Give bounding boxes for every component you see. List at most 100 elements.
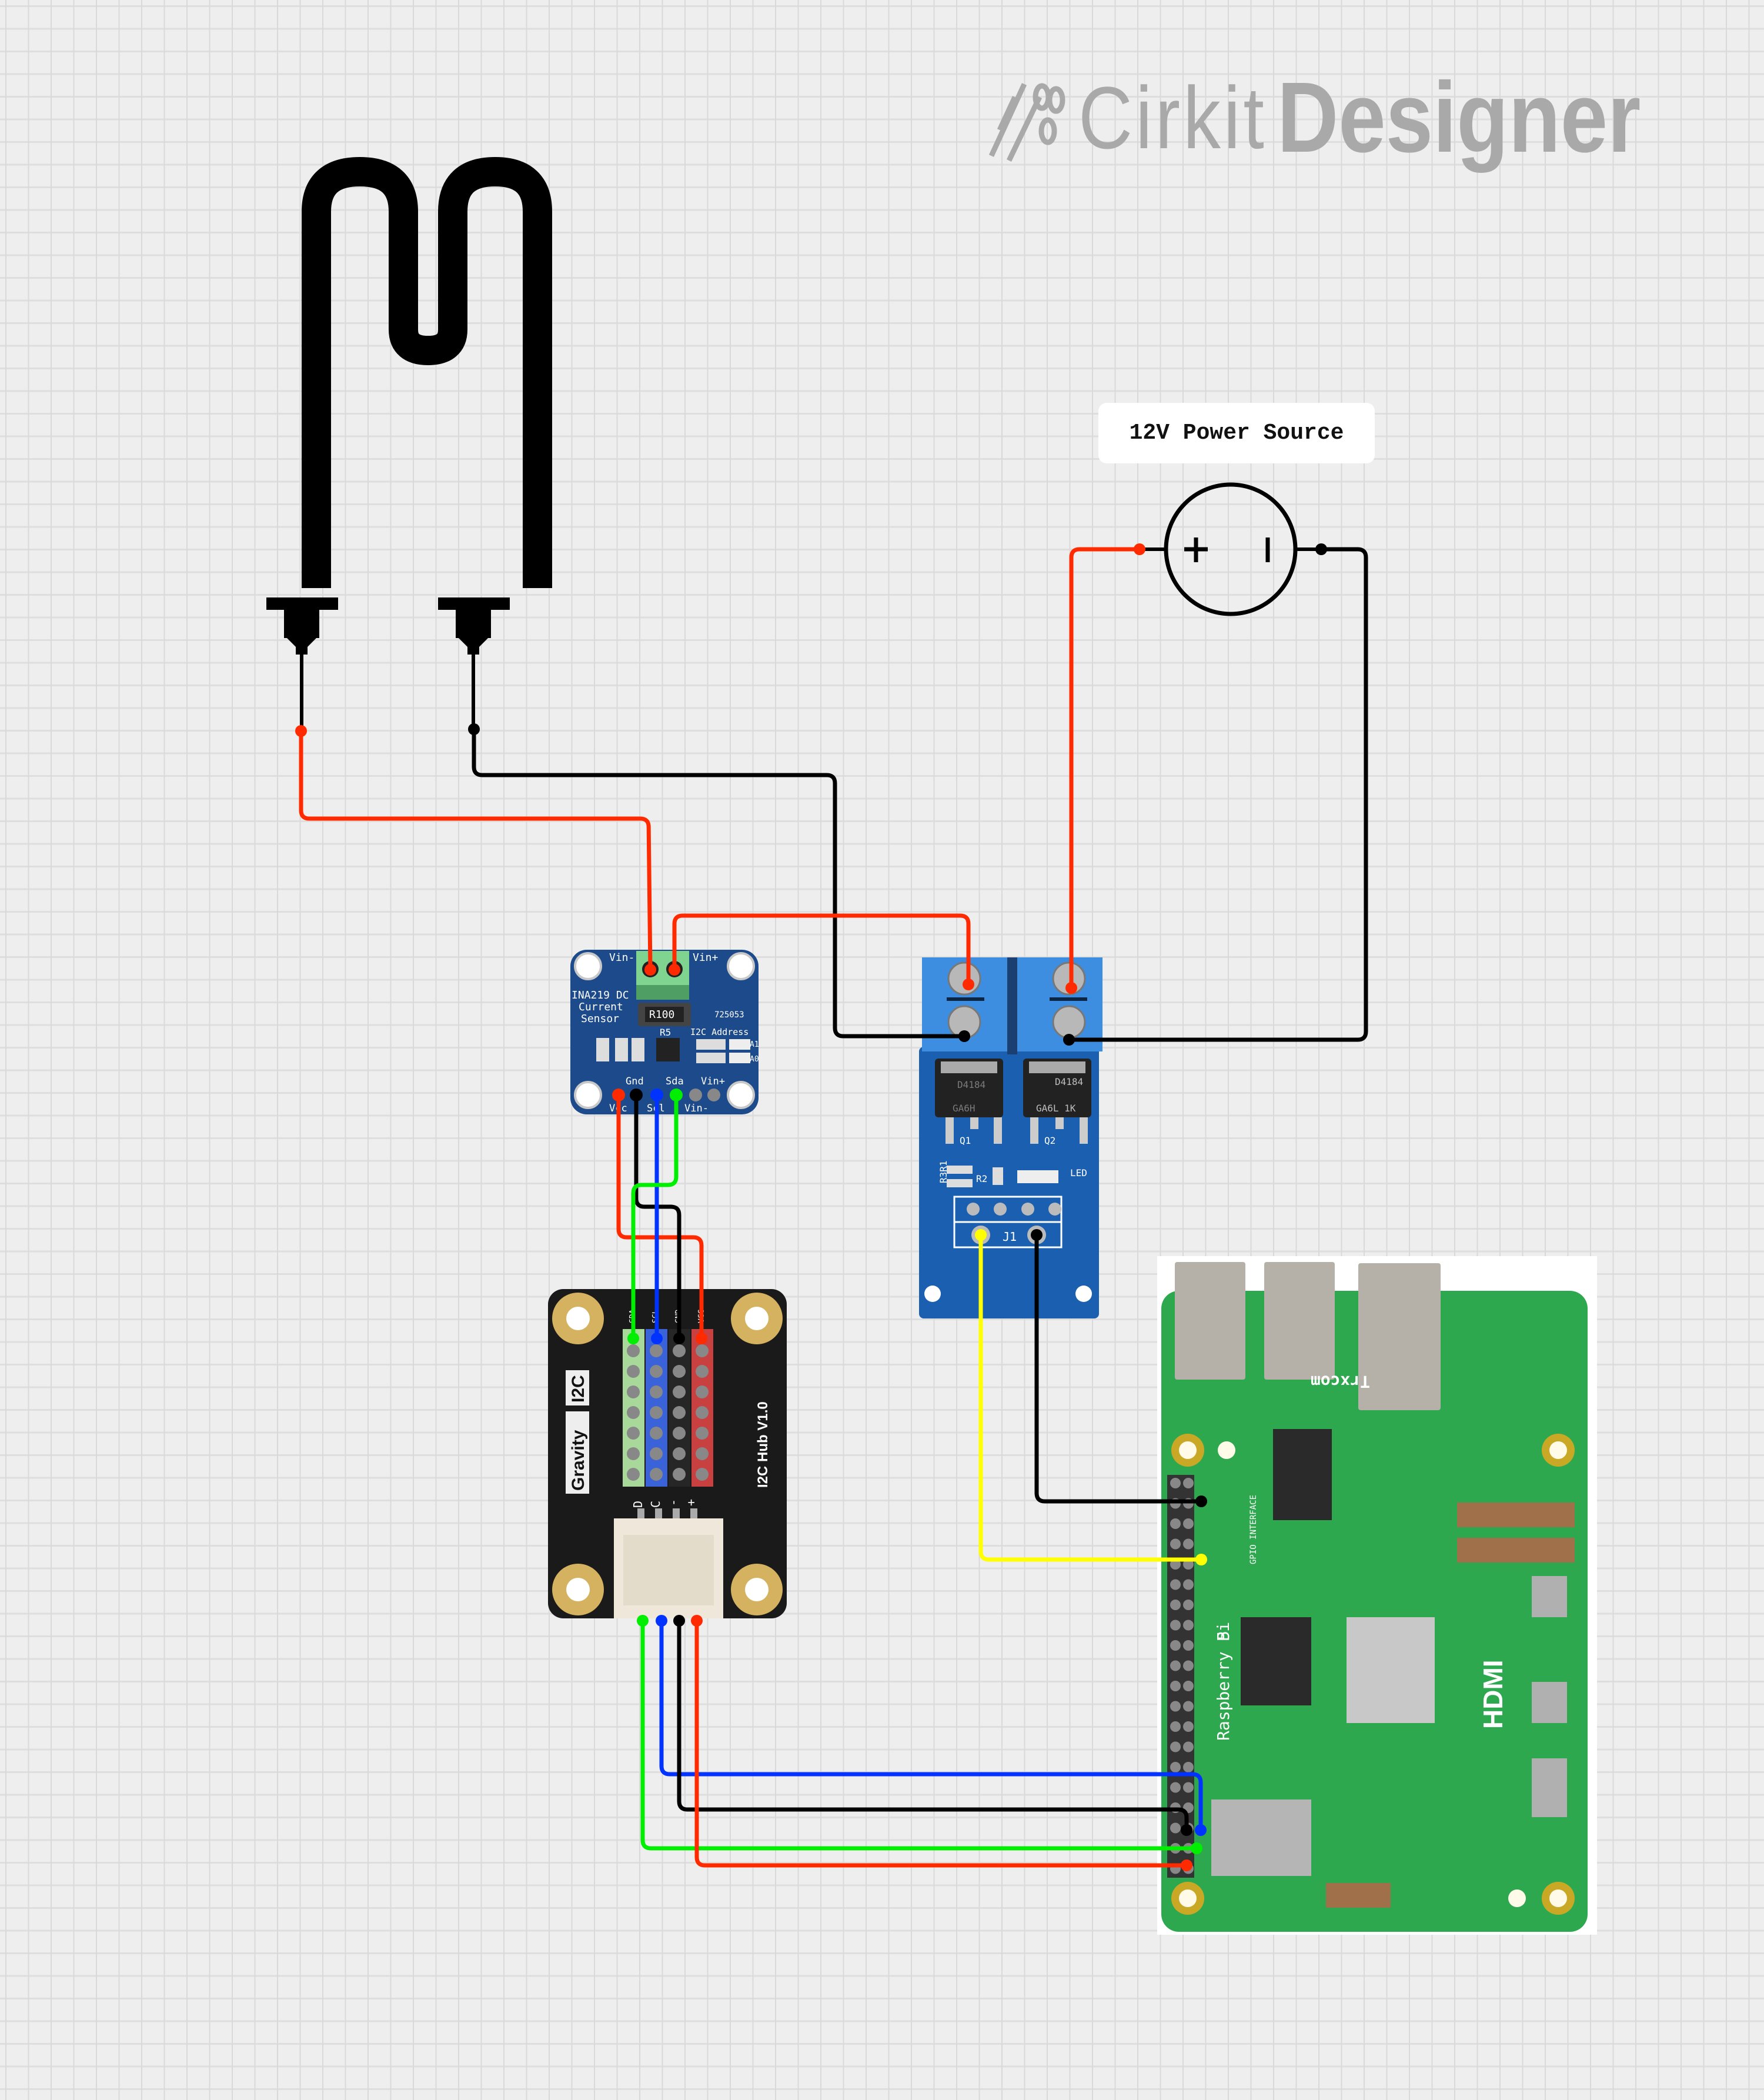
hub-pin[interactable]: [650, 1468, 663, 1481]
hub-pin[interactable]: [627, 1365, 640, 1378]
wire-heating-element-pin2-to-mosfet-out-[interactable]: [472, 727, 967, 1039]
power-source[interactable]: [1140, 482, 1321, 616]
gpio-pin[interactable]: [1183, 1762, 1194, 1772]
hub-pin[interactable]: [696, 1406, 709, 1419]
wire-endpoint[interactable]: [295, 725, 307, 737]
wire-endpoint[interactable]: [630, 1089, 642, 1101]
wire-endpoint[interactable]: [627, 1333, 639, 1344]
gpio-pin[interactable]: [1170, 1701, 1181, 1712]
hub-pin[interactable]: [673, 1468, 686, 1481]
hub-pin[interactable]: [696, 1344, 709, 1357]
wire-ina219-Sda-to-i2c-hub-SDA[interactable]: [631, 1093, 679, 1341]
gpio-pin[interactable]: [1170, 1640, 1181, 1651]
gpio-pin[interactable]: [1170, 1822, 1181, 1834]
ina219-sensor[interactable]: R100 R5 Vin- Vin+ INA219 DC Current Sens…: [570, 950, 759, 1114]
gpio-pin[interactable]: [1170, 1741, 1181, 1752]
heating-element[interactable]: [266, 157, 552, 729]
gpio-pin[interactable]: [1170, 1600, 1181, 1610]
hub-pin[interactable]: [673, 1344, 686, 1357]
wire-ina219-Vcc-to-i2c-hub-VCC[interactable]: [616, 1093, 704, 1341]
wire-endpoint[interactable]: [673, 1615, 685, 1627]
hub-pin[interactable]: [627, 1447, 640, 1460]
wire-endpoint[interactable]: [1134, 543, 1145, 555]
wire-ina219-Vin--to-mosfet-out-[interactable]: [672, 913, 971, 987]
wire-endpoint[interactable]: [691, 1615, 703, 1627]
wire-heating-element-pin1-to-ina219-Vin-[interactable]: [299, 729, 653, 972]
wire-endpoint[interactable]: [670, 1089, 682, 1101]
hub-pin[interactable]: [673, 1406, 686, 1419]
wire-endpoint[interactable]: [468, 723, 480, 735]
hub-pin[interactable]: [650, 1365, 663, 1378]
gpio-pin[interactable]: [1170, 1681, 1181, 1691]
gpio-pin[interactable]: [1170, 1518, 1181, 1529]
gpio-pin[interactable]: [1183, 1478, 1194, 1488]
hub-pin[interactable]: [650, 1344, 663, 1357]
hub-pin[interactable]: [627, 1406, 640, 1419]
wire-endpoint[interactable]: [1181, 1859, 1192, 1871]
wire-endpoint[interactable]: [637, 1615, 649, 1627]
mosfet-module[interactable]: D4184 GA6H D4184 GA6L 1K Q1 Q2 R3R1 R2 L…: [919, 957, 1102, 1318]
hub-pin[interactable]: [627, 1385, 640, 1398]
hub-pin[interactable]: [650, 1385, 663, 1398]
wire-endpoint[interactable]: [644, 964, 656, 976]
gpio-pin[interactable]: [1170, 1579, 1181, 1590]
wire-endpoint[interactable]: [1065, 982, 1077, 994]
wire-endpoint[interactable]: [651, 1333, 663, 1344]
gpio-pin[interactable]: [1183, 1741, 1194, 1752]
wire-endpoint[interactable]: [1181, 1824, 1192, 1836]
hub-pin[interactable]: [696, 1427, 709, 1440]
hub-pin[interactable]: [650, 1447, 663, 1460]
gpio-pin[interactable]: [1170, 1762, 1181, 1772]
wire-endpoint[interactable]: [669, 964, 680, 976]
wire-endpoint[interactable]: [696, 1333, 707, 1344]
hub-pin[interactable]: [696, 1447, 709, 1460]
hub-pin[interactable]: [696, 1468, 709, 1481]
wire-endpoint[interactable]: [651, 1089, 663, 1101]
wire-endpoint[interactable]: [1195, 1495, 1207, 1507]
wire-endpoint[interactable]: [975, 1229, 987, 1241]
wire-power-source--to-mosfet-in-[interactable]: [1067, 547, 1368, 1042]
gpio-pin[interactable]: [1183, 1681, 1194, 1691]
hub-pin[interactable]: [627, 1344, 640, 1357]
gpio-pin[interactable]: [1183, 1518, 1194, 1529]
hub-pin[interactable]: [673, 1427, 686, 1440]
hub-pin[interactable]: [650, 1427, 663, 1440]
raspberry-pi-5[interactable]: Trxcom Raspberry Pi 5 GPIO INTERFACE HDM…: [1157, 1256, 1597, 1935]
gpio-pin[interactable]: [1170, 1620, 1181, 1631]
wire-endpoint[interactable]: [1063, 1034, 1075, 1046]
wire-endpoint[interactable]: [613, 1089, 624, 1101]
gpio-pin[interactable]: [1183, 1579, 1194, 1590]
wire-mosfet-J1-gnd-to-raspberry-pi-gnd[interactable]: [1034, 1233, 1204, 1504]
gpio-pin[interactable]: [1183, 1782, 1194, 1793]
gpio-pin[interactable]: [1183, 1701, 1194, 1712]
wire-endpoint[interactable]: [1195, 1554, 1207, 1565]
hub-pin[interactable]: [696, 1385, 709, 1398]
wire-endpoint[interactable]: [1195, 1824, 1207, 1836]
gpio-pin[interactable]: [1183, 1538, 1194, 1550]
gpio-pin[interactable]: [1170, 1721, 1181, 1732]
hub-pin[interactable]: [673, 1447, 686, 1460]
wire-i2c-hub--to-raspberry-pi-3V3[interactable]: [694, 1618, 1189, 1868]
pi-gpio-header[interactable]: [1167, 1475, 1194, 1878]
gpio-pin[interactable]: [1170, 1478, 1181, 1488]
gpio-pin[interactable]: [1183, 1721, 1194, 1732]
gpio-pin[interactable]: [1170, 1660, 1181, 1671]
wire-endpoint[interactable]: [1315, 543, 1327, 555]
gpio-pin[interactable]: [1170, 1782, 1181, 1793]
hub-pin[interactable]: [673, 1385, 686, 1398]
wire-endpoint[interactable]: [673, 1333, 685, 1344]
hub-pin[interactable]: [627, 1427, 640, 1440]
hub-pin[interactable]: [650, 1406, 663, 1419]
gpio-pin[interactable]: [1183, 1660, 1194, 1671]
hub-pin[interactable]: [696, 1365, 709, 1378]
wire-i2c-hub-C-to-raspberry-pi-SCL[interactable]: [659, 1618, 1203, 1832]
wire-mosfet-J1-signal-to-raspberry-pi-gpio[interactable]: [978, 1233, 1204, 1562]
wire-endpoint[interactable]: [1191, 1842, 1202, 1854]
gpio-pin[interactable]: [1183, 1640, 1194, 1651]
wire-i2c-hub--to-raspberry-pi-GND[interactable]: [677, 1618, 1189, 1832]
hub-pin[interactable]: [627, 1468, 640, 1481]
wire-endpoint[interactable]: [958, 1030, 970, 1042]
wire-endpoint[interactable]: [963, 979, 974, 990]
wire-i2c-hub-D-to-raspberry-pi-SDA[interactable]: [640, 1618, 1199, 1851]
i2c-hub[interactable]: SDA SCL GND VCC I2C Gravity I2C Hub V1.0…: [548, 1289, 787, 1618]
